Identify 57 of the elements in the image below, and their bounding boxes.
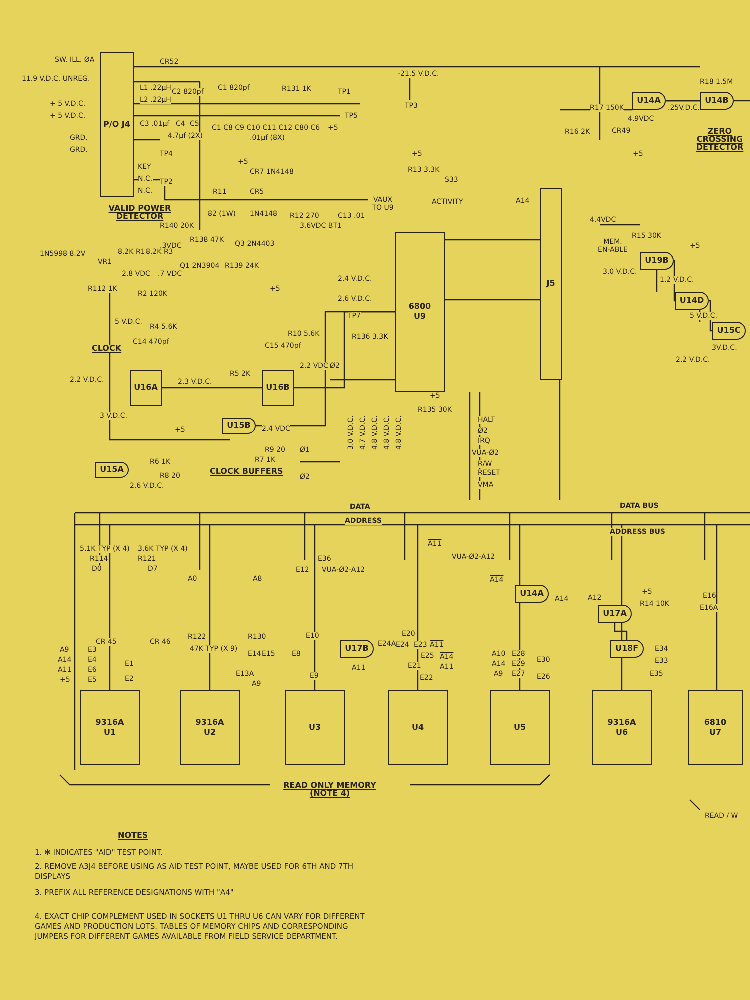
- chip-box: [285, 690, 345, 765]
- part-designator: U16B: [266, 383, 290, 393]
- part-designator: U6: [616, 728, 628, 738]
- logic-gate: [222, 418, 256, 434]
- chip-box: [592, 690, 652, 765]
- part-designator: U14B: [705, 96, 729, 106]
- part-designator: U19B: [645, 256, 669, 266]
- part-designator: U15C: [717, 326, 741, 336]
- chip-box: [180, 690, 240, 765]
- part-designator: P/O J4: [104, 120, 130, 130]
- connector-block: [100, 52, 134, 197]
- logic-gate: [640, 252, 674, 270]
- part-designator: J5: [546, 279, 556, 289]
- part-designator: U5: [514, 722, 526, 732]
- part-designator: 9316A: [96, 718, 124, 728]
- logic-gate: [340, 640, 374, 658]
- inverter-gate: [610, 640, 644, 658]
- part-designator: 9316A: [196, 718, 224, 728]
- part-designator: U18F: [615, 644, 639, 654]
- section-title: CLOCK BUFFERS: [210, 468, 284, 476]
- part-designator: U4: [412, 722, 424, 732]
- part-designator: U15B: [227, 421, 251, 431]
- wire: [614, 623, 628, 640]
- inverter-gate: [700, 92, 734, 110]
- part-designator: U9: [414, 312, 426, 322]
- notes-heading: NOTES: [118, 832, 148, 840]
- connector-strip: [540, 188, 562, 380]
- chip-box: [388, 690, 448, 765]
- part-designator: 6810: [704, 718, 727, 728]
- part-designator: U7: [709, 728, 722, 738]
- part-designator: 9316A: [608, 718, 636, 728]
- chip-box: [688, 690, 743, 765]
- part-designator: U14A: [637, 96, 661, 106]
- chip-box: [130, 370, 162, 406]
- wire: [162, 387, 262, 389]
- part-designator: U2: [204, 728, 216, 738]
- chip-box: [262, 370, 294, 406]
- part-designator: U14A: [520, 589, 544, 599]
- chip-box: [490, 690, 550, 765]
- logic-gate: [95, 462, 129, 478]
- part-designator: 6800: [408, 302, 432, 312]
- wire: [666, 100, 700, 102]
- part-designator: U17A: [603, 609, 627, 619]
- part-designator: U17B: [345, 644, 369, 654]
- inverter-gate: [675, 292, 709, 310]
- chip-box: [395, 232, 445, 392]
- section-title: CLOCK: [92, 345, 122, 353]
- logic-gate: [598, 605, 632, 623]
- part-designator: U15A: [100, 465, 124, 475]
- inverter-gate: [515, 585, 549, 603]
- part-designator: U14D: [680, 296, 704, 306]
- part-designator: U3: [308, 722, 322, 732]
- inverter-gate: [632, 92, 666, 110]
- part-designator: U16A: [134, 383, 158, 393]
- logic-gate: [712, 322, 746, 340]
- part-designator: U1: [104, 728, 116, 738]
- chip-box: [80, 690, 140, 765]
